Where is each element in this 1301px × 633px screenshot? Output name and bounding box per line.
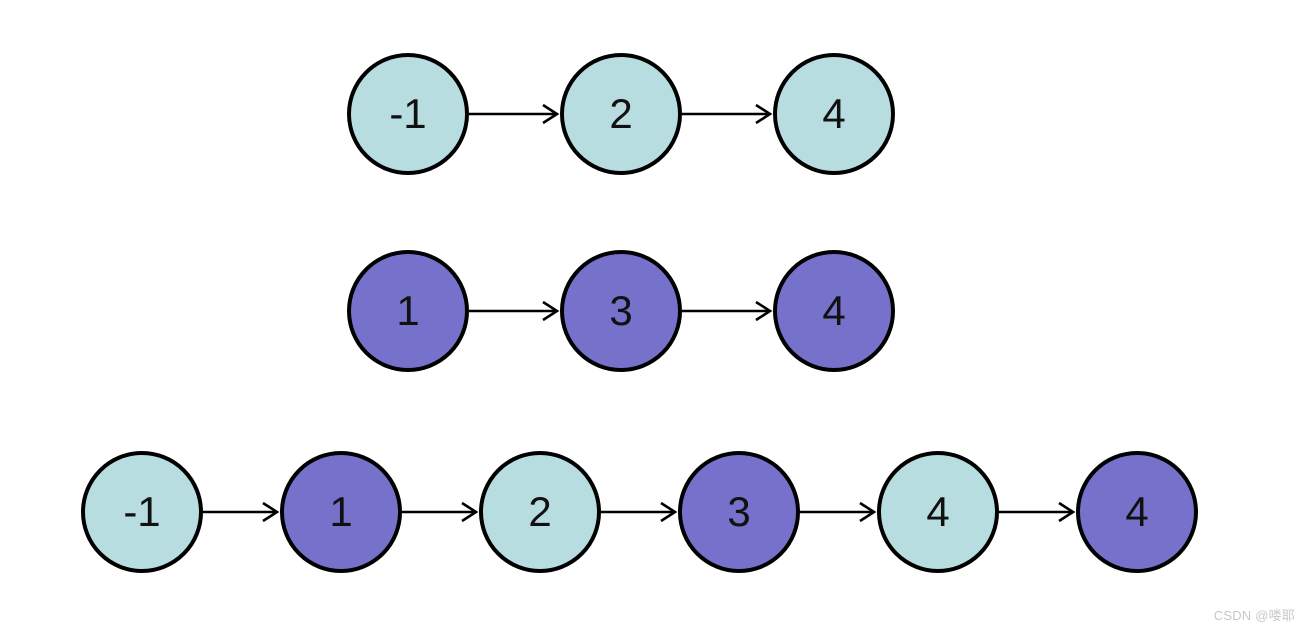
list-node: 1 bbox=[347, 250, 469, 372]
node-value: 4 bbox=[822, 287, 846, 334]
list-row-merged: -1 1 2 3 4 bbox=[81, 451, 1198, 573]
next-arrow-icon bbox=[203, 501, 280, 523]
list-node: 1 bbox=[280, 451, 402, 573]
next-arrow-icon bbox=[682, 300, 773, 322]
list-node: 3 bbox=[678, 451, 800, 573]
node-value: 2 bbox=[528, 488, 552, 535]
list-node: 4 bbox=[773, 250, 895, 372]
node-value: 3 bbox=[727, 488, 751, 535]
node-value: 2 bbox=[609, 90, 633, 137]
next-arrow-icon bbox=[999, 501, 1076, 523]
node-value: 1 bbox=[329, 488, 353, 535]
node-value: 4 bbox=[822, 90, 846, 137]
list-node: -1 bbox=[347, 53, 469, 175]
list-node: 2 bbox=[560, 53, 682, 175]
list-node: 2 bbox=[479, 451, 601, 573]
node-value: -1 bbox=[123, 488, 161, 535]
node-value: 4 bbox=[926, 488, 950, 535]
list-node: 4 bbox=[1076, 451, 1198, 573]
node-value: -1 bbox=[389, 90, 427, 137]
node-value: 1 bbox=[396, 287, 420, 334]
next-arrow-icon bbox=[601, 501, 678, 523]
list-node: 4 bbox=[773, 53, 895, 175]
list-row-1: -1 2 4 bbox=[347, 53, 895, 175]
next-arrow-icon bbox=[800, 501, 877, 523]
next-arrow-icon bbox=[469, 103, 560, 125]
list-row-2: 1 3 4 bbox=[347, 250, 895, 372]
list-node: 4 bbox=[877, 451, 999, 573]
watermark: CSDN @喽耶 bbox=[1213, 608, 1295, 623]
list-node: -1 bbox=[81, 451, 203, 573]
next-arrow-icon bbox=[402, 501, 479, 523]
list-node: 3 bbox=[560, 250, 682, 372]
node-value: 4 bbox=[1125, 488, 1149, 535]
next-arrow-icon bbox=[682, 103, 773, 125]
node-value: 3 bbox=[609, 287, 633, 334]
next-arrow-icon bbox=[469, 300, 560, 322]
